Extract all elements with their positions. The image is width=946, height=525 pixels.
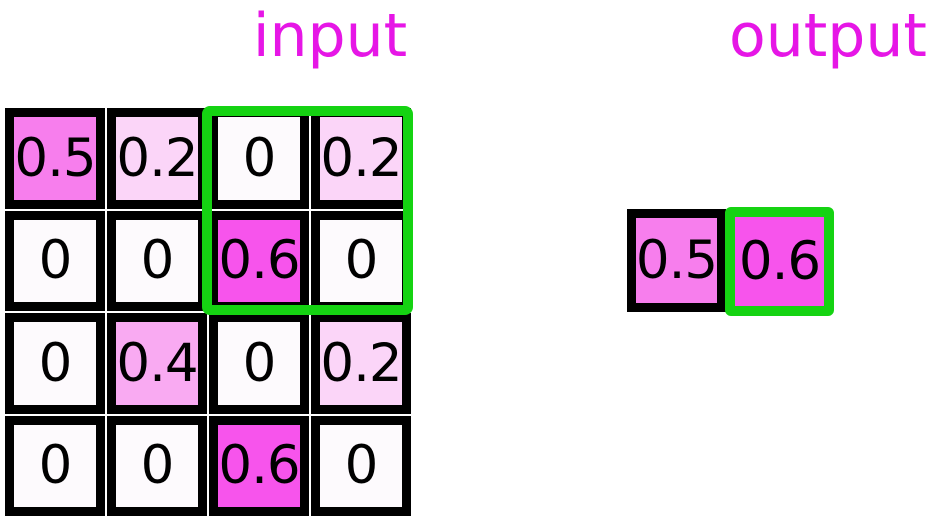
input-cell-r2c2: 0 <box>209 313 309 414</box>
input-cell-r1c3: 0 <box>311 210 411 311</box>
input-cell-r1c1: 0 <box>107 210 207 311</box>
input-cell-r0c0: 0.5 <box>5 108 105 209</box>
input-cell-r2c0: 0 <box>5 313 105 414</box>
input-cell-r0c1: 0.2 <box>107 108 207 209</box>
input-cell-r3c0: 0 <box>5 415 105 516</box>
input-cell-r3c3: 0 <box>311 415 411 516</box>
input-cell-r2c3: 0.2 <box>311 313 411 414</box>
output-title: output <box>729 1 927 71</box>
input-title: input <box>252 1 408 71</box>
input-cell-r0c3: 0.2 <box>311 108 411 209</box>
input-cell-r2c1: 0.4 <box>107 313 207 414</box>
input-cell-r1c0: 0 <box>5 210 105 311</box>
output-cell-max-1: 0.6 <box>725 207 834 316</box>
input-cell-r3c2: 0.6 <box>209 415 309 516</box>
input-cell-r1c2: 0.6 <box>209 210 309 311</box>
input-cell-r3c1: 0 <box>107 415 207 516</box>
output-cell-max-0: 0.5 <box>627 209 726 312</box>
input-cell-r0c2: 0 <box>209 108 309 209</box>
